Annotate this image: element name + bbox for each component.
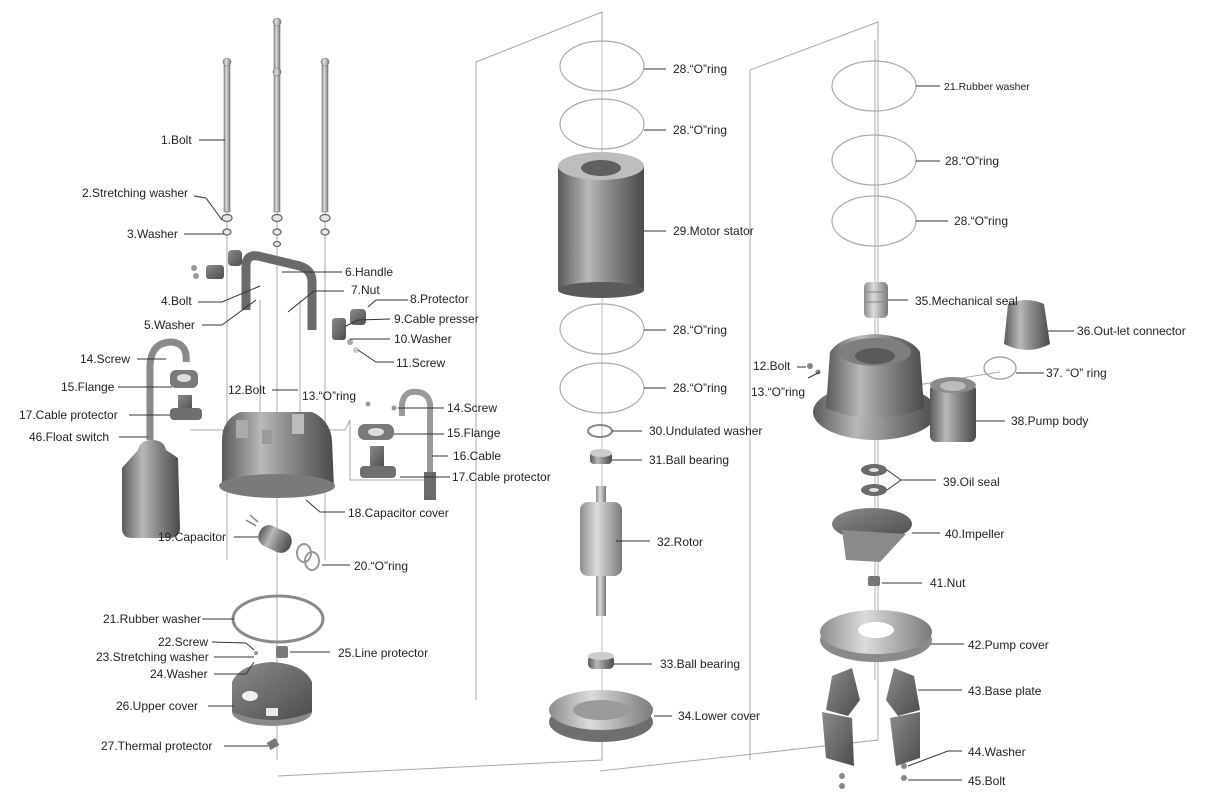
label-washer-10: 10.Washer xyxy=(394,332,452,346)
ball-bearing-31 xyxy=(590,449,612,464)
rubber-washer-ring xyxy=(231,594,325,644)
base-bolts xyxy=(839,763,907,789)
label-o-ring-28-e: 28.“O”ring xyxy=(945,154,1000,168)
pump-body xyxy=(813,334,976,442)
bolts-long xyxy=(222,17,330,213)
label-bolt-45: 45.Bolt xyxy=(968,774,1006,788)
label-cable-16: 16.Cable xyxy=(453,449,502,463)
line-protector xyxy=(276,646,288,658)
label-protector-8: 8.Protector xyxy=(410,292,469,306)
label-pump-cover-42: 42.Pump cover xyxy=(968,638,1049,652)
o-ring-37 xyxy=(983,356,1017,380)
motor-stator xyxy=(558,152,644,298)
ball-bearing-33 xyxy=(588,652,614,669)
label-impeller-40: 40.Impeller xyxy=(945,527,1005,541)
label-flange-15-right: 15.Flange xyxy=(447,426,501,440)
label-screw-11: 11.Screw xyxy=(396,356,446,370)
capacitor-cover xyxy=(219,412,335,498)
label-undulated-washer-30: 30.Undulated washer xyxy=(649,424,763,438)
label-washer-5: 5.Washer xyxy=(144,318,195,332)
label-nut-7: 7.Nut xyxy=(351,283,380,297)
label-oil-seal-39: 39.Oil seal xyxy=(943,475,1000,489)
label-screw-22: 22.Screw xyxy=(158,635,209,649)
cable-plug xyxy=(424,472,436,500)
label-bolt-12-left: 12.Bolt xyxy=(228,383,266,397)
label-bolt-4: 4.Bolt xyxy=(161,294,192,308)
label-base-plate-43: 43.Base plate xyxy=(968,684,1042,698)
label-thermal-protector-27: 27.Thermal protector xyxy=(101,739,213,753)
label-motor-stator-29: 29.Motor stator xyxy=(673,224,754,238)
label-screw-14-right: 14.Screw xyxy=(447,401,498,415)
label-upper-cover-26: 26.Upper cover xyxy=(116,699,199,713)
label-nut-41: 41.Nut xyxy=(930,576,966,590)
label-washer-24: 24.Washer xyxy=(150,667,208,681)
o-ring-20 xyxy=(296,543,320,571)
float-switch-cable xyxy=(146,338,190,440)
label-capacitor-cover-18: 18.Capacitor cover xyxy=(348,506,449,520)
label-o-ring-13-left: 13.“O”ring xyxy=(302,389,357,403)
flange-left xyxy=(170,370,202,420)
cable-right xyxy=(399,388,434,490)
label-handle-6: 6.Handle xyxy=(345,265,394,279)
label-washer-44: 44.Washer xyxy=(968,745,1026,759)
protector-right xyxy=(332,309,366,353)
label-pump-body-38: 38.Pump body xyxy=(1011,414,1089,428)
label-line-protector-25: 25.Line protector xyxy=(338,646,429,660)
lower-cover xyxy=(549,690,653,742)
label-flange-15-left: 15.Flange xyxy=(61,380,115,394)
nut-41 xyxy=(868,576,880,586)
label-stretching-washer-2: 2.Stretching washer xyxy=(82,186,189,200)
label-rotor-32: 32.Rotor xyxy=(657,535,704,549)
float-switch xyxy=(122,440,180,538)
label-float-switch-46: 46.Float switch xyxy=(29,430,110,444)
label-o-ring-13-right: 13.“O”ring xyxy=(751,385,806,399)
label-o-ring-28-d: 28.“O”ring xyxy=(673,381,728,395)
flange-right xyxy=(358,401,397,478)
handle xyxy=(241,251,317,330)
label-o-ring-37: 37. “O” ring xyxy=(1046,366,1107,380)
small-washers xyxy=(221,213,331,248)
label-o-ring-28-a: 28.“O”ring xyxy=(673,62,728,76)
base-plates xyxy=(822,668,920,766)
thermal-protector xyxy=(266,738,280,750)
label-capacitor-19: 19.Capacitor xyxy=(158,530,227,544)
label-lower-cover-34: 34.Lower cover xyxy=(678,709,761,723)
label-rubber-washer-21-right: 21.Rubber washer xyxy=(944,81,1030,93)
label-screw-14-left: 14.Screw xyxy=(80,352,131,366)
o-rings-right xyxy=(831,60,917,247)
label-ball-bearing-33: 33.Ball bearing xyxy=(660,657,741,671)
label-o-ring-28-b: 28.“O”ring xyxy=(673,123,728,137)
label-o-ring-28-f: 28.“O”ring xyxy=(954,214,1009,228)
protector-left xyxy=(191,250,242,279)
label-cable-presser-9: 9.Cable presser xyxy=(394,312,479,326)
screw-small xyxy=(254,651,258,655)
label-o-ring-20: 20.“O”ring xyxy=(354,559,409,573)
label-stretching-washer-23: 23.Stretching washer xyxy=(96,650,209,664)
label-mechanical-seal-35: 35.Mechanical seal xyxy=(915,294,1018,308)
label-washer-3: 3.Washer xyxy=(127,227,178,241)
label-outlet-connector-36: 36.Out-let connector xyxy=(1077,324,1186,338)
label-cable-protector-17-right: 17.Cable protector xyxy=(452,470,551,484)
mechanical-seal xyxy=(864,282,888,318)
label-o-ring-28-c: 28.“O”ring xyxy=(673,323,728,337)
rotor xyxy=(580,486,622,616)
upper-cover xyxy=(232,662,312,726)
label-rubber-washer-21-left: 21.Rubber washer xyxy=(103,612,202,626)
oil-seals xyxy=(861,464,887,496)
label-bolt-1: 1.Bolt xyxy=(161,133,192,147)
capacitor xyxy=(245,514,292,553)
outlet-connector xyxy=(1004,300,1050,350)
undulated-washer xyxy=(587,424,613,438)
pump-cover xyxy=(820,610,932,662)
label-cable-protector-17-left: 17.Cable protector xyxy=(19,408,118,422)
impeller xyxy=(832,508,912,562)
leader-lines xyxy=(118,68,1074,781)
label-bolt-12-right: 12.Bolt xyxy=(753,359,791,373)
label-ball-bearing-31: 31.Ball bearing xyxy=(649,453,730,467)
